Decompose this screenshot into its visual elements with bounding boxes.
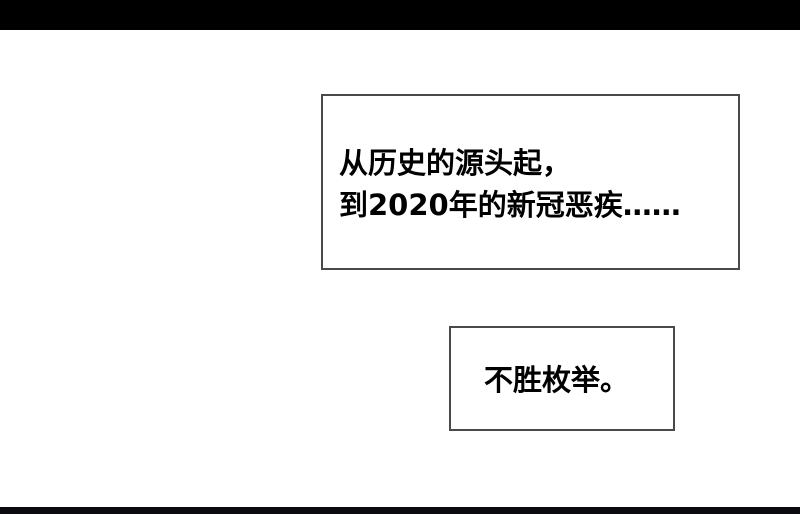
caption-1-line-2: 到2020年的新冠恶疾……: [339, 188, 681, 222]
bottom-letterbox-bar: [0, 507, 800, 514]
top-letterbox-bar: [0, 0, 800, 30]
caption-2-line-1: 不胜枚举。: [484, 363, 630, 397]
caption-1-line-1: 从历史的源头起，: [339, 146, 572, 180]
caption-text-1: 从历史的源头起， 到2020年的新冠恶疾……: [339, 142, 681, 226]
caption-box-2: 不胜枚举。: [449, 326, 675, 431]
caption-text-2: 不胜枚举。: [484, 360, 629, 400]
caption-box-1: 从历史的源头起， 到2020年的新冠恶疾……: [321, 94, 740, 270]
